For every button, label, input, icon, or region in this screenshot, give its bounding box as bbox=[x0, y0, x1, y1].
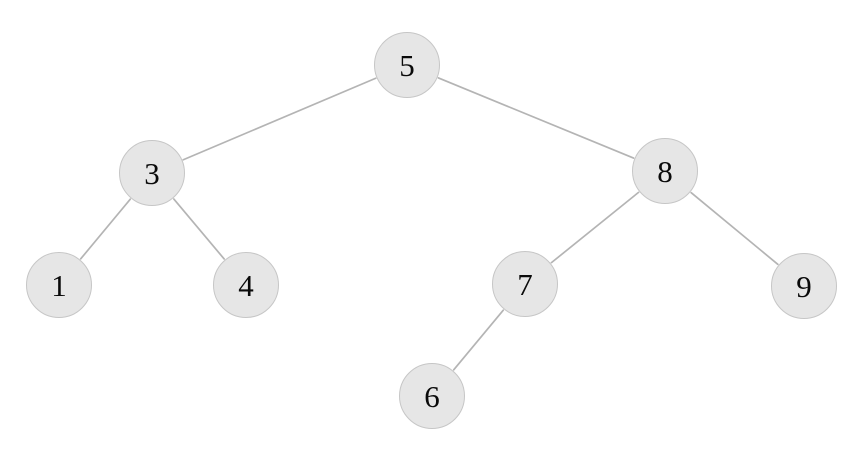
tree-edge-3-4 bbox=[173, 198, 225, 260]
tree-node-4[interactable]: 4 bbox=[213, 252, 279, 318]
tree-node-9[interactable]: 9 bbox=[771, 253, 837, 319]
tree-node-label: 1 bbox=[51, 267, 67, 303]
tree-node-label: 7 bbox=[517, 266, 533, 302]
tree-node-3[interactable]: 3 bbox=[119, 140, 185, 206]
tree-node-label: 8 bbox=[657, 153, 673, 189]
tree-node-label: 6 bbox=[424, 378, 440, 414]
tree-node-label: 4 bbox=[238, 267, 254, 303]
tree-node-5[interactable]: 5 bbox=[374, 32, 440, 98]
tree-edge-5-8 bbox=[437, 77, 635, 159]
tree-edge-3-1 bbox=[79, 198, 132, 260]
tree-node-label: 9 bbox=[796, 268, 812, 304]
tree-edge-8-7 bbox=[550, 191, 640, 264]
tree-node-7[interactable]: 7 bbox=[492, 251, 558, 317]
tree-node-label: 5 bbox=[399, 47, 415, 83]
tree-node-8[interactable]: 8 bbox=[632, 138, 698, 204]
tree-edge-7-6 bbox=[452, 309, 505, 371]
tree-node-label: 3 bbox=[144, 155, 160, 191]
tree-edge-5-3 bbox=[182, 77, 377, 161]
tree-edge-8-9 bbox=[690, 191, 779, 266]
tree-node-1[interactable]: 1 bbox=[26, 252, 92, 318]
tree-node-6[interactable]: 6 bbox=[399, 363, 465, 429]
